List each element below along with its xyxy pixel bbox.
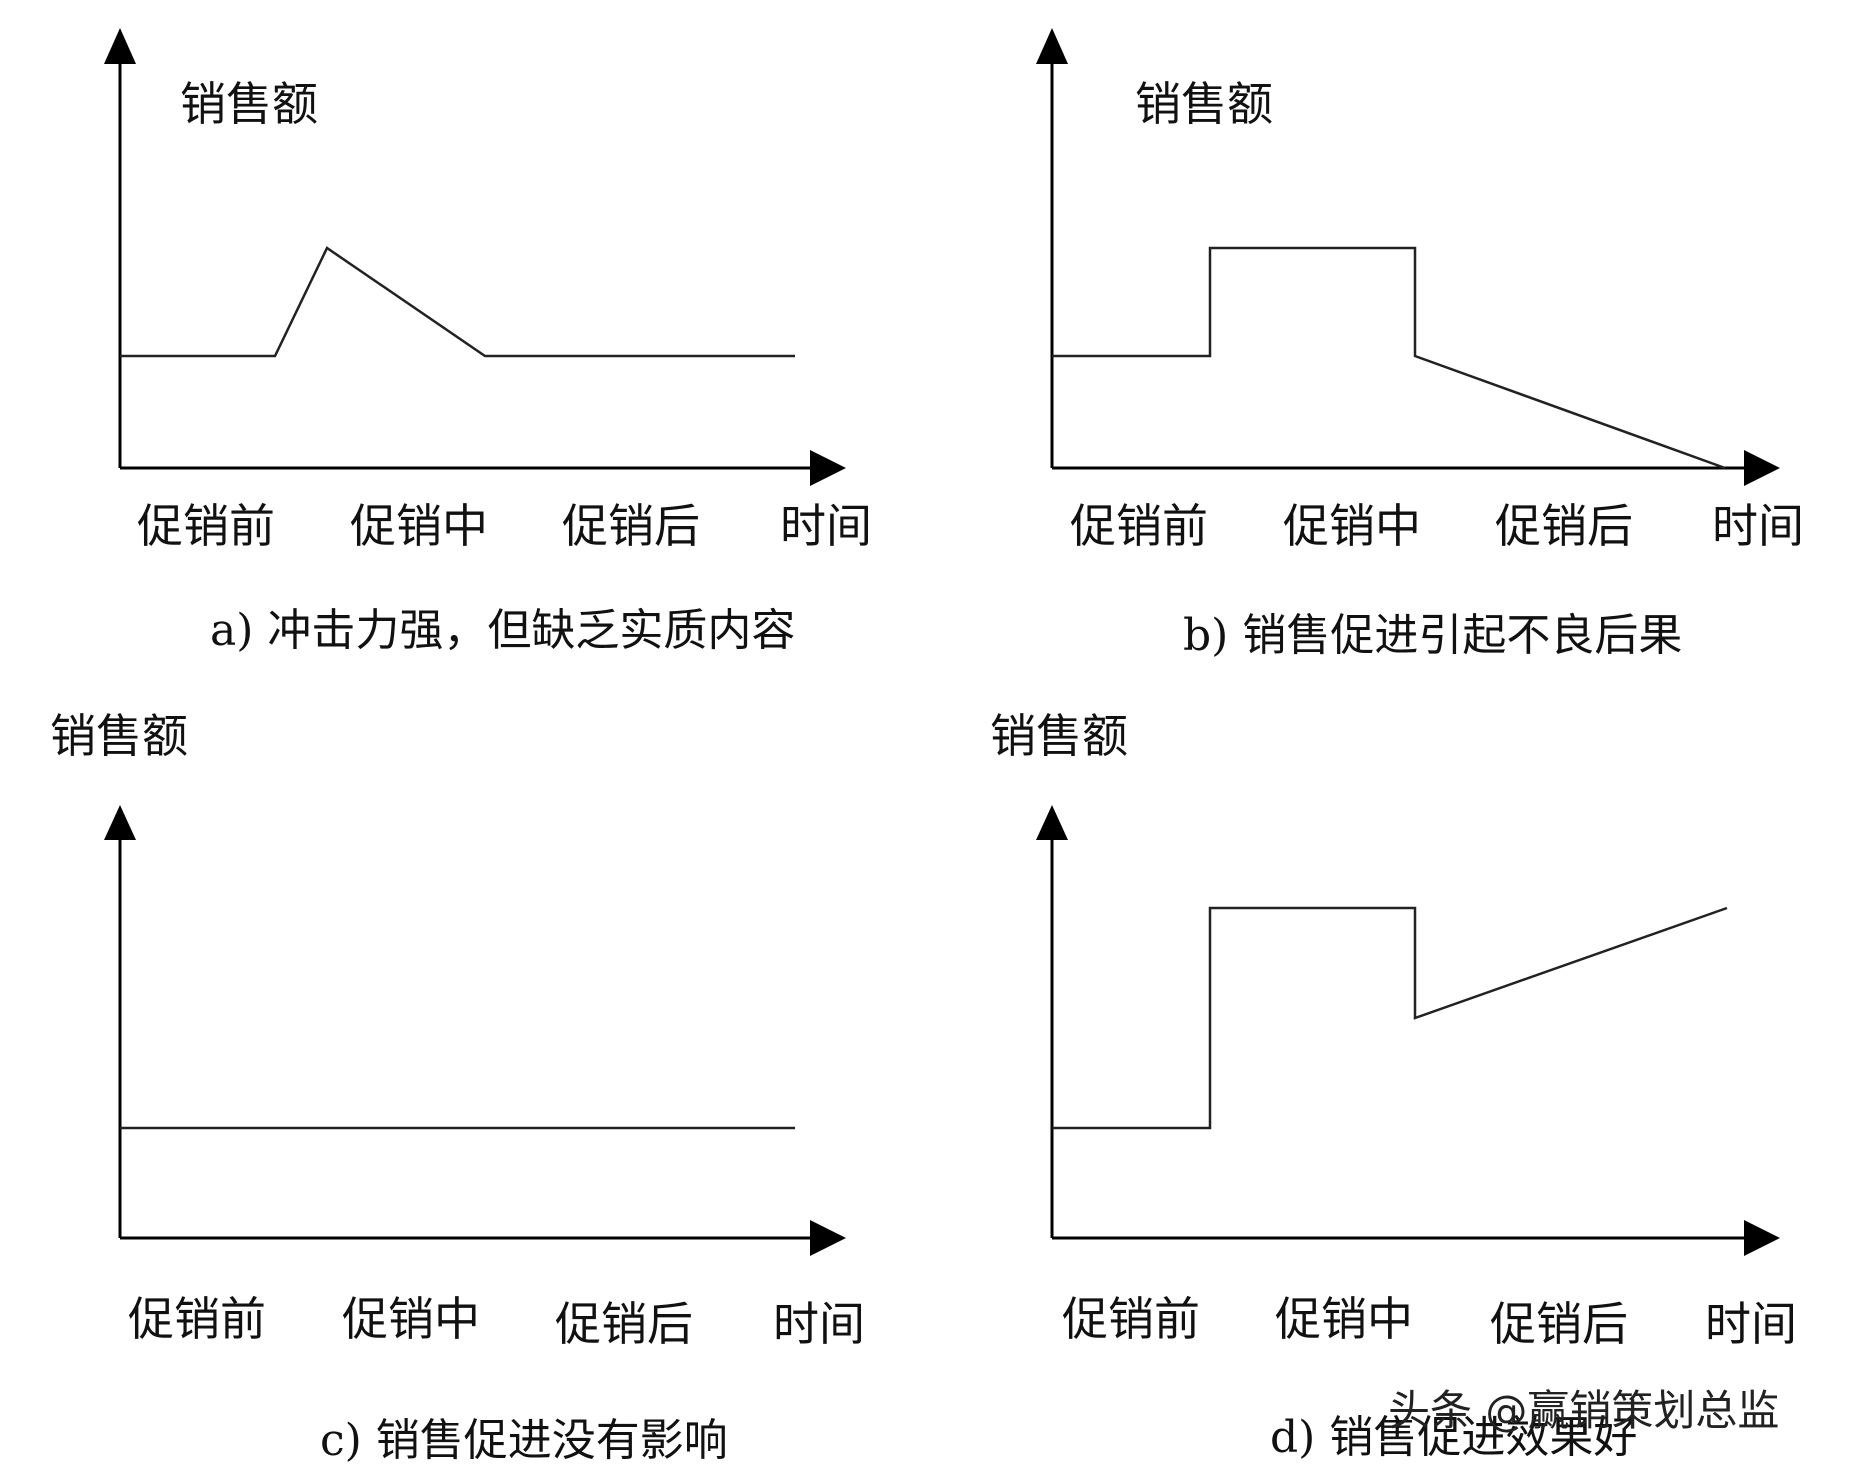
panel-c: 销售额 促销前 促销中 促销后 时间 c) 销售促进没有影响 — [50, 709, 865, 1466]
tick-time: 时间 — [1705, 1297, 1797, 1351]
tick-during: 促销中 — [1283, 499, 1421, 553]
tick-after: 促销后 — [562, 499, 700, 553]
y-axis-label: 销售额 — [50, 709, 188, 763]
y-axis-label: 销售额 — [1135, 77, 1273, 131]
x-axis-arrow — [810, 1220, 846, 1256]
tick-after: 促销后 — [1495, 499, 1633, 553]
y-axis-label: 销售额 — [990, 709, 1128, 763]
tick-before: 促销前 — [1070, 499, 1208, 553]
panel-caption: b) 销售促进引起不良后果 — [1183, 610, 1682, 661]
panel-b: 销售额 促销前 促销中 促销后 时间 b) 销售促进引起不良后果 — [1036, 28, 1804, 661]
tick-before: 促销前 — [1062, 1292, 1200, 1346]
tick-during: 促销中 — [350, 499, 488, 553]
tick-during: 促销中 — [342, 1292, 480, 1346]
y-axis-label: 销售额 — [180, 77, 318, 131]
panel-caption: d) 销售促进效果好 — [1270, 1412, 1637, 1463]
x-axis-arrow — [810, 450, 846, 486]
sales-curve — [1052, 246, 1726, 470]
panel-d: 销售额 促销前 促销中 促销后 时间 d) 销售促进效果好 — [990, 709, 1797, 1463]
tick-time: 时间 — [780, 499, 872, 553]
tick-before: 促销前 — [137, 499, 275, 553]
y-axis-arrow — [1036, 28, 1068, 64]
tick-time: 时间 — [773, 1297, 865, 1351]
tick-during: 促销中 — [1275, 1292, 1413, 1346]
tick-after: 促销后 — [1490, 1297, 1628, 1351]
tick-after: 促销后 — [555, 1297, 693, 1351]
x-axis-arrow — [1744, 450, 1780, 486]
x-axis-arrow — [1744, 1220, 1780, 1256]
panel-caption: a) 冲击力强，但缺乏实质内容 — [210, 605, 795, 656]
y-axis-arrow — [1036, 805, 1068, 840]
panel-caption: c) 销售促进没有影响 — [320, 1415, 728, 1466]
watermark-text: 头条 @赢销策划总监 — [1388, 1386, 1779, 1435]
sales-curve — [120, 246, 795, 358]
y-axis-arrow — [104, 805, 136, 840]
panel-a: 销售额 促销前 促销中 促销后 时间 a) 冲击力强，但缺乏实质内容 — [104, 28, 872, 656]
y-axis-arrow — [104, 28, 136, 64]
tick-before: 促销前 — [128, 1292, 266, 1346]
sales-curve — [1052, 906, 1728, 1130]
tick-time: 时间 — [1712, 499, 1804, 553]
